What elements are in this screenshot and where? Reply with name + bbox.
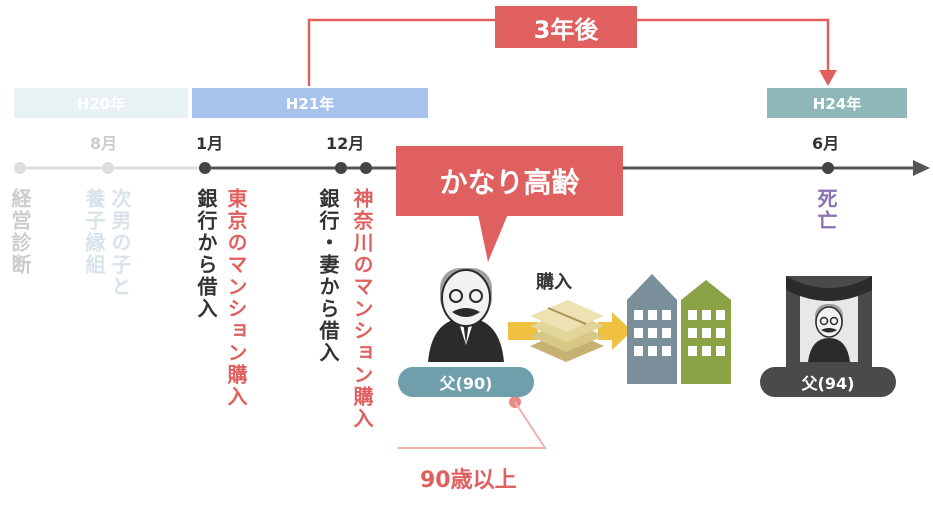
callout-text: かなり高齢: [439, 166, 580, 199]
event-tokyo-purchase: 東京のマンション購入: [224, 188, 248, 408]
event-bank-wife-loan: 銀行・妻から借入: [316, 188, 340, 364]
memorial-portrait-icon: [786, 276, 872, 372]
purchase-label: 購入: [536, 272, 572, 293]
month-june: 6月: [812, 134, 840, 153]
buildings-icon: [627, 274, 731, 384]
event-keiei-shindan: 経営診断: [8, 188, 32, 276]
month-december: 12月: [326, 134, 365, 153]
year-h21: H21年: [192, 88, 428, 118]
callout-box: [396, 146, 623, 216]
age-connector-line: [398, 401, 547, 449]
money-stack-icon: [530, 300, 604, 362]
father-age-94-pill: 父(94): [760, 367, 896, 397]
purchase-arrow-icon: [508, 312, 632, 350]
event-kanagawa-purchase: 神奈川のマンション購入: [350, 188, 374, 430]
timeline-dot: [360, 162, 372, 174]
event-adoption-line1: 次男の子と: [108, 188, 132, 298]
timeline-dot: [822, 162, 834, 174]
timeline-dot: [199, 162, 211, 174]
timeline-dot: [14, 162, 26, 174]
year-h20: H20年: [14, 88, 188, 118]
event-bank-loan-1: 銀行から借入: [194, 188, 218, 320]
age-note: 90歳以上: [420, 468, 517, 493]
timeline-dot: [102, 162, 114, 174]
elderly-man-icon: [428, 268, 504, 362]
callout-tail: [478, 214, 508, 262]
event-adoption-line2: 養子縁組: [82, 188, 106, 276]
three-years-label: 3年後: [495, 6, 637, 48]
month-august: 8月: [90, 134, 118, 153]
timeline-arrow-head: [913, 160, 930, 176]
father-age-90-pill: 父(90): [398, 367, 534, 397]
year-h24: H24年: [767, 88, 907, 118]
month-january: 1月: [196, 134, 224, 153]
timeline-dot: [335, 162, 347, 174]
event-death: 死亡: [814, 188, 838, 232]
bracket-arrow-head: [819, 70, 837, 86]
